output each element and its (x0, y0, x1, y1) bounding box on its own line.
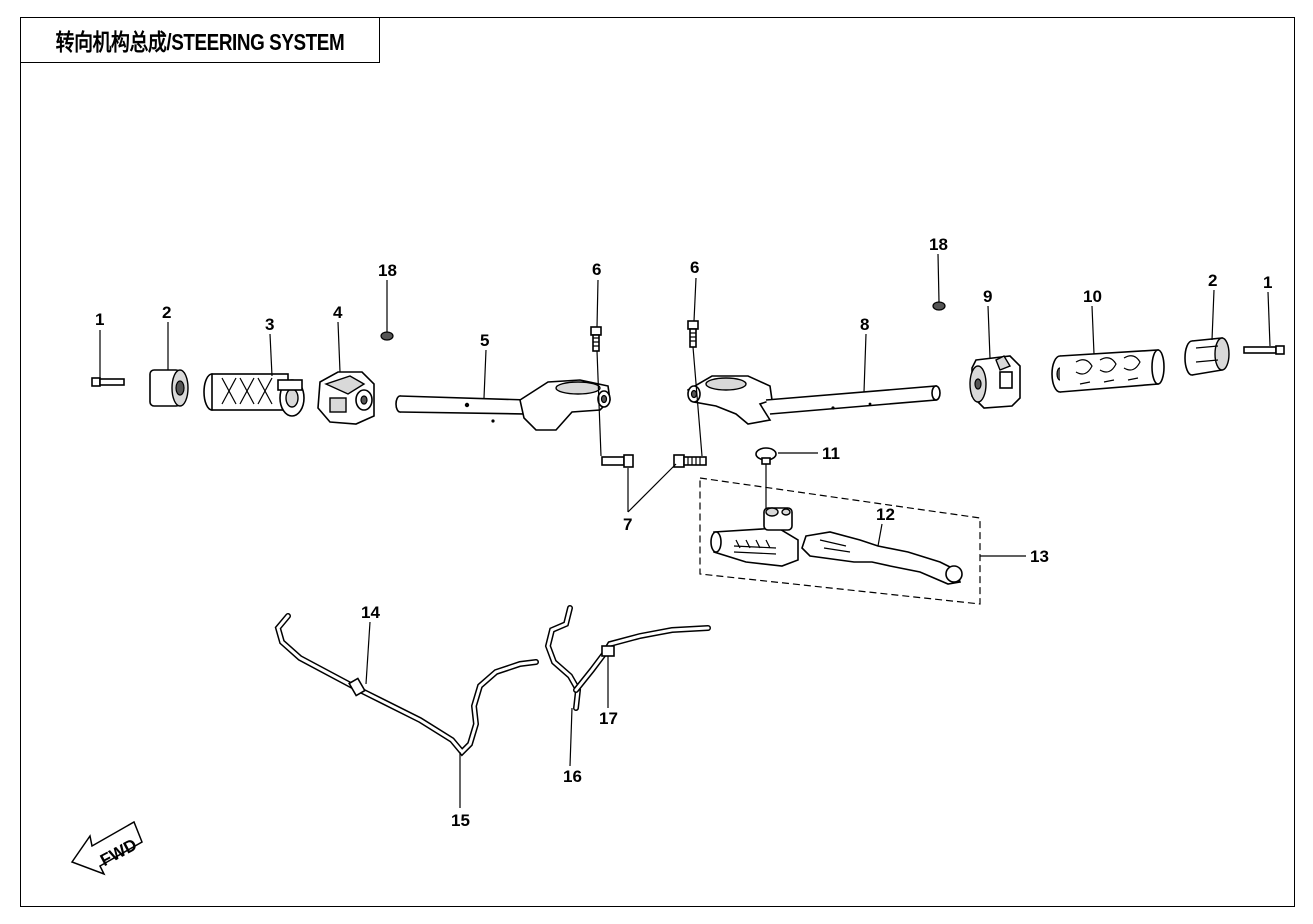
title-box: 转向机构总成/STEERING SYSTEM (20, 17, 380, 63)
callout-9: 9 (983, 287, 992, 306)
callout-13: 13 (1030, 547, 1049, 566)
part-6-clamp-bolt-right (687, 320, 699, 348)
part-18-cap-right (932, 301, 946, 311)
part-16-cable (544, 605, 582, 711)
callout-2-left: 2 (162, 303, 171, 322)
callout-18-right: 18 (929, 235, 948, 254)
part-4-switch-housing (317, 371, 375, 425)
callout-18-left: 18 (378, 261, 397, 280)
part-2-bar-end-left (149, 369, 189, 407)
callout-2-right: 2 (1208, 271, 1217, 290)
part-8-handlebar-right (686, 375, 941, 425)
part-9-switch-housing-right (969, 355, 1021, 409)
part-12-lever (801, 531, 963, 585)
callout-16: 16 (563, 767, 582, 786)
callout-4: 4 (333, 303, 343, 322)
drawing-frame (20, 17, 1295, 907)
callout-numbers: 1 2 3 4 5 6 6 7 8 9 10 2 1 11 12 13 14 1… (95, 235, 1272, 830)
part-5-handlebar-left (395, 379, 611, 431)
page-title: 转向机构总成/STEERING SYSTEM (55, 28, 344, 55)
callout-1-right: 1 (1263, 273, 1272, 292)
callout-11: 11 (822, 444, 840, 463)
part-12-lever-perch (710, 507, 799, 567)
part-10-grip-right (1051, 349, 1165, 393)
part-13-lever-assembly-box (699, 477, 981, 605)
part-11-cap-screw (755, 447, 777, 465)
part-1-end-bolt-right (1243, 345, 1285, 355)
callout-6-right: 6 (690, 258, 699, 277)
part-7-lower-bolts (601, 454, 707, 468)
part-1-end-bolt-left (91, 377, 125, 387)
part-18-cap-left (380, 331, 394, 341)
part-2-bar-end-right (1184, 337, 1230, 376)
part-17-cable (573, 625, 711, 693)
callout-3: 3 (265, 315, 274, 334)
callout-15: 15 (451, 811, 470, 830)
callout-12: 12 (876, 505, 895, 524)
callout-7: 7 (623, 515, 632, 534)
callout-1-left: 1 (95, 310, 104, 329)
callout-5: 5 (480, 331, 489, 350)
leader-lines (99, 253, 1271, 808)
callout-8: 8 (860, 315, 869, 334)
callout-6-left: 6 (592, 260, 601, 279)
callout-17: 17 (599, 709, 618, 728)
callout-14: 14 (361, 603, 380, 622)
fwd-arrow-icon: FWD (70, 820, 143, 876)
part-3-grip-left (203, 373, 305, 417)
part-6-clamp-bolt-left (590, 326, 602, 352)
part-15-cable (274, 613, 539, 757)
callout-10: 10 (1083, 287, 1102, 306)
